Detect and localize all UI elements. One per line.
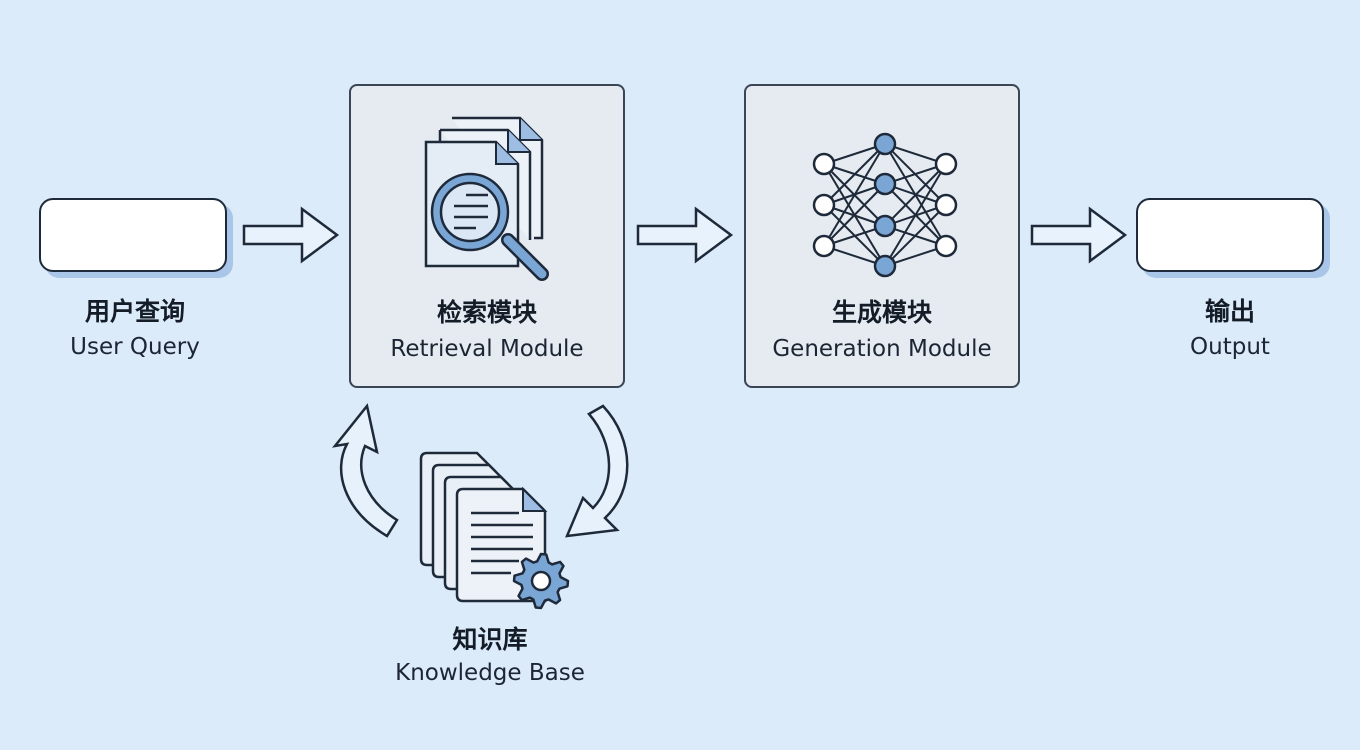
arrow-generation-to-output <box>1030 206 1128 264</box>
arrow-retrieval-to-generation <box>636 206 734 264</box>
nn-node <box>934 193 958 217</box>
nn-edge <box>823 183 886 247</box>
nn-node <box>812 234 836 258</box>
curved-arrow-retrieval-to-kb <box>565 404 629 538</box>
user-query-label-zh: 用户查询 <box>84 297 185 326</box>
document-search-icon <box>424 116 549 281</box>
knowledge-base-label-en: Knowledge Base <box>395 660 585 686</box>
nn-node <box>812 152 836 176</box>
nn-edge <box>823 143 886 206</box>
nn-node <box>812 193 836 217</box>
gear-icon <box>512 552 570 610</box>
nn-edge <box>884 204 947 267</box>
retrieval-label-zh: 检索模块 <box>436 298 537 327</box>
nn-node <box>873 132 897 156</box>
nn-node <box>873 254 897 278</box>
curved-arrow-kb-to-retrieval <box>331 403 399 538</box>
neural-network-icon <box>812 132 958 278</box>
nn-edge <box>823 143 886 247</box>
knowledge-base-label-zh: 知识库 <box>452 625 528 654</box>
nn-edge <box>884 163 947 227</box>
nn-node <box>873 172 897 196</box>
nn-node <box>934 152 958 176</box>
nn-edge <box>884 163 947 267</box>
retrieval-label-en: Retrieval Module <box>390 336 584 362</box>
generation-label-en: Generation Module <box>772 336 992 362</box>
nn-node <box>934 234 958 258</box>
arrow-query-to-retrieval <box>242 206 340 264</box>
documents-gear-icon <box>419 451 548 603</box>
user-query-label-en: User Query <box>70 334 200 360</box>
output-box <box>1136 198 1324 272</box>
output-label-en: Output <box>1190 334 1270 360</box>
output-label-zh: 输出 <box>1204 297 1255 326</box>
nn-node <box>873 214 897 238</box>
user-query-box <box>39 198 227 272</box>
generation-label-zh: 生成模块 <box>831 298 932 327</box>
